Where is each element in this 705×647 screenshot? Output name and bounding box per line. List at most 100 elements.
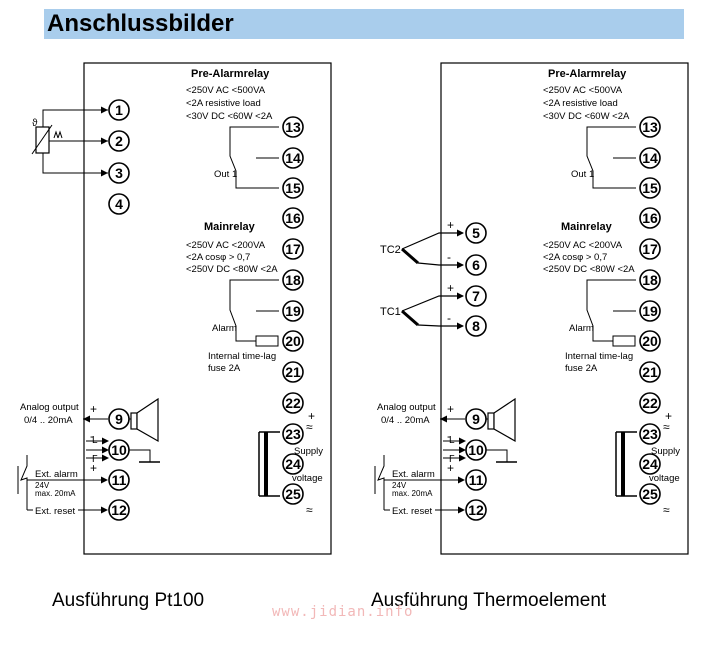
terminal-19-circle xyxy=(282,300,304,322)
terminal-24-circle xyxy=(639,453,661,475)
terminal-9-label: 9 xyxy=(472,411,480,427)
terminal-9-circle xyxy=(108,408,130,430)
tc2-plus-wire xyxy=(401,232,463,250)
main-relay-spec-1: <2A cosφ > 0,7 xyxy=(543,252,607,263)
terminal-22-label: 22 xyxy=(642,395,658,411)
ground-wire xyxy=(129,449,158,463)
fuse-label-line2: fuse 2A xyxy=(565,363,598,374)
main-relay-title: Mainrelay xyxy=(204,221,256,233)
fuse-symbol xyxy=(255,335,279,347)
ext-alarm-current: max. 20mA xyxy=(392,489,433,498)
supply-tilde-top: ≈ xyxy=(663,420,670,434)
supply-tilde-bottom: ≈ xyxy=(663,503,670,517)
caption-pt100: Ausführung Pt100 xyxy=(52,590,205,611)
terminal-24-label: 24 xyxy=(285,456,301,472)
terminal-16-label: 16 xyxy=(285,210,301,226)
ext-alarm-voltage: 24V xyxy=(392,481,407,490)
fuse-label-line1: Internal time-lag xyxy=(565,351,633,362)
page-title: Anschlussbilder xyxy=(47,10,234,37)
supply-tilde-top: ≈ xyxy=(306,420,313,434)
pt100-arrow-2 xyxy=(101,137,108,145)
terminal-4-label: 4 xyxy=(115,196,123,212)
pt100-wire-3 xyxy=(42,153,108,174)
terminal-16-label: 16 xyxy=(642,210,658,226)
ext-alarm-label: Ext. alarm xyxy=(35,469,78,480)
speaker-cone xyxy=(136,397,159,443)
caption-thermoelement: Ausführung Thermoelement xyxy=(371,590,607,611)
ext-alarm-arrow-arrowhead xyxy=(101,476,108,484)
terminal-15-label: 15 xyxy=(642,180,658,196)
main-relay-spec-0: <250V AC <200VA xyxy=(186,240,266,251)
input10-c-arrowhead xyxy=(459,454,466,462)
main-relay-spec-0: <250V AC <200VA xyxy=(543,240,623,251)
terminal-17-circle xyxy=(639,238,661,260)
alarm-plus: + xyxy=(447,461,454,475)
alarm-label: Alarm xyxy=(569,323,594,334)
pt100-theta-symbol: ϑ xyxy=(32,118,38,129)
terminal-16-circle xyxy=(282,207,304,229)
analog-output-label: Analog output xyxy=(20,402,79,413)
speaker-body xyxy=(130,412,138,430)
supply-label: Supply xyxy=(651,446,680,457)
voltage-label: voltage xyxy=(292,473,323,484)
ext-reset-arrow-arrowhead xyxy=(101,506,108,514)
terminal-23-label: 23 xyxy=(642,426,658,442)
terminal-24-label: 24 xyxy=(642,456,658,472)
ext-alarm-arrow-arrowhead xyxy=(458,476,465,484)
terminal-13-label: 13 xyxy=(642,119,658,135)
terminal-18-circle xyxy=(282,269,304,291)
supply-tilde-bottom: ≈ xyxy=(306,503,313,517)
ext-switch-contact xyxy=(20,455,28,510)
input10-b-arrowhead xyxy=(459,446,466,454)
terminal-18-label: 18 xyxy=(285,272,301,288)
analog-plus: + xyxy=(447,402,454,416)
terminal-12-circle xyxy=(108,499,130,521)
terminal-15-label: 15 xyxy=(285,180,301,196)
terminal-14-label: 14 xyxy=(642,150,658,166)
terminal-21-label: 21 xyxy=(642,364,658,380)
supply-plus: + xyxy=(308,409,315,423)
analog-plus: + xyxy=(90,402,97,416)
terminal-10-circle xyxy=(465,439,487,461)
analog-output-range: 0/4 .. 20mA xyxy=(24,415,73,426)
tc1-plus-sign: + xyxy=(447,281,454,295)
out1-label: Out 1 xyxy=(214,169,237,180)
alarm-label: Alarm xyxy=(212,323,237,334)
pre-alarm-spec-2: <30V DC <60W <2A xyxy=(186,111,273,122)
terminal-6-circle xyxy=(465,254,487,276)
tc2-label: TC2 xyxy=(380,244,401,256)
fuse-label-line2: fuse 2A xyxy=(208,363,241,374)
pre-alarm-spec-0: <250V AC <500VA xyxy=(543,85,623,96)
terminal-17-label: 17 xyxy=(642,241,658,257)
terminal-10-label: 10 xyxy=(468,442,484,458)
input10-b-arrowhead xyxy=(102,446,109,454)
terminal-2-label: 2 xyxy=(115,133,123,149)
main-relay-spec-2: <250V DC <80W <2A xyxy=(543,264,635,275)
ext-reset-label: Ext. reset xyxy=(35,506,75,517)
terminal-7-circle xyxy=(465,285,487,307)
analog-arrowhead xyxy=(440,415,447,423)
terminal-8-label: 8 xyxy=(472,318,480,334)
terminal-19-circle xyxy=(639,300,661,322)
enclosure-pt100 xyxy=(83,62,332,555)
terminal-20-label: 20 xyxy=(285,333,301,349)
input10-a-arrowhead xyxy=(102,437,109,445)
bracket-high-label: Γ xyxy=(92,454,98,465)
terminal-11-label: 11 xyxy=(112,472,127,488)
tc2-minus-wire xyxy=(417,262,463,266)
terminal-13-circle xyxy=(639,116,661,138)
fuse-label-line1: Internal time-lag xyxy=(208,351,276,362)
supply-plus: + xyxy=(665,409,672,423)
tc1-minus-wire xyxy=(417,324,463,327)
pt100-arrow-3 xyxy=(101,169,108,177)
pt100-sensor-body xyxy=(35,126,50,154)
terminal-20-label: 20 xyxy=(642,333,658,349)
terminal-24-circle xyxy=(282,453,304,475)
terminal-12-label: 12 xyxy=(468,502,484,518)
tc1-minus-sign: - xyxy=(447,311,451,325)
terminal-9-label: 9 xyxy=(115,411,123,427)
terminal-21-circle xyxy=(639,361,661,383)
out1-label: Out 1 xyxy=(571,169,594,180)
ground-wire xyxy=(486,449,515,463)
